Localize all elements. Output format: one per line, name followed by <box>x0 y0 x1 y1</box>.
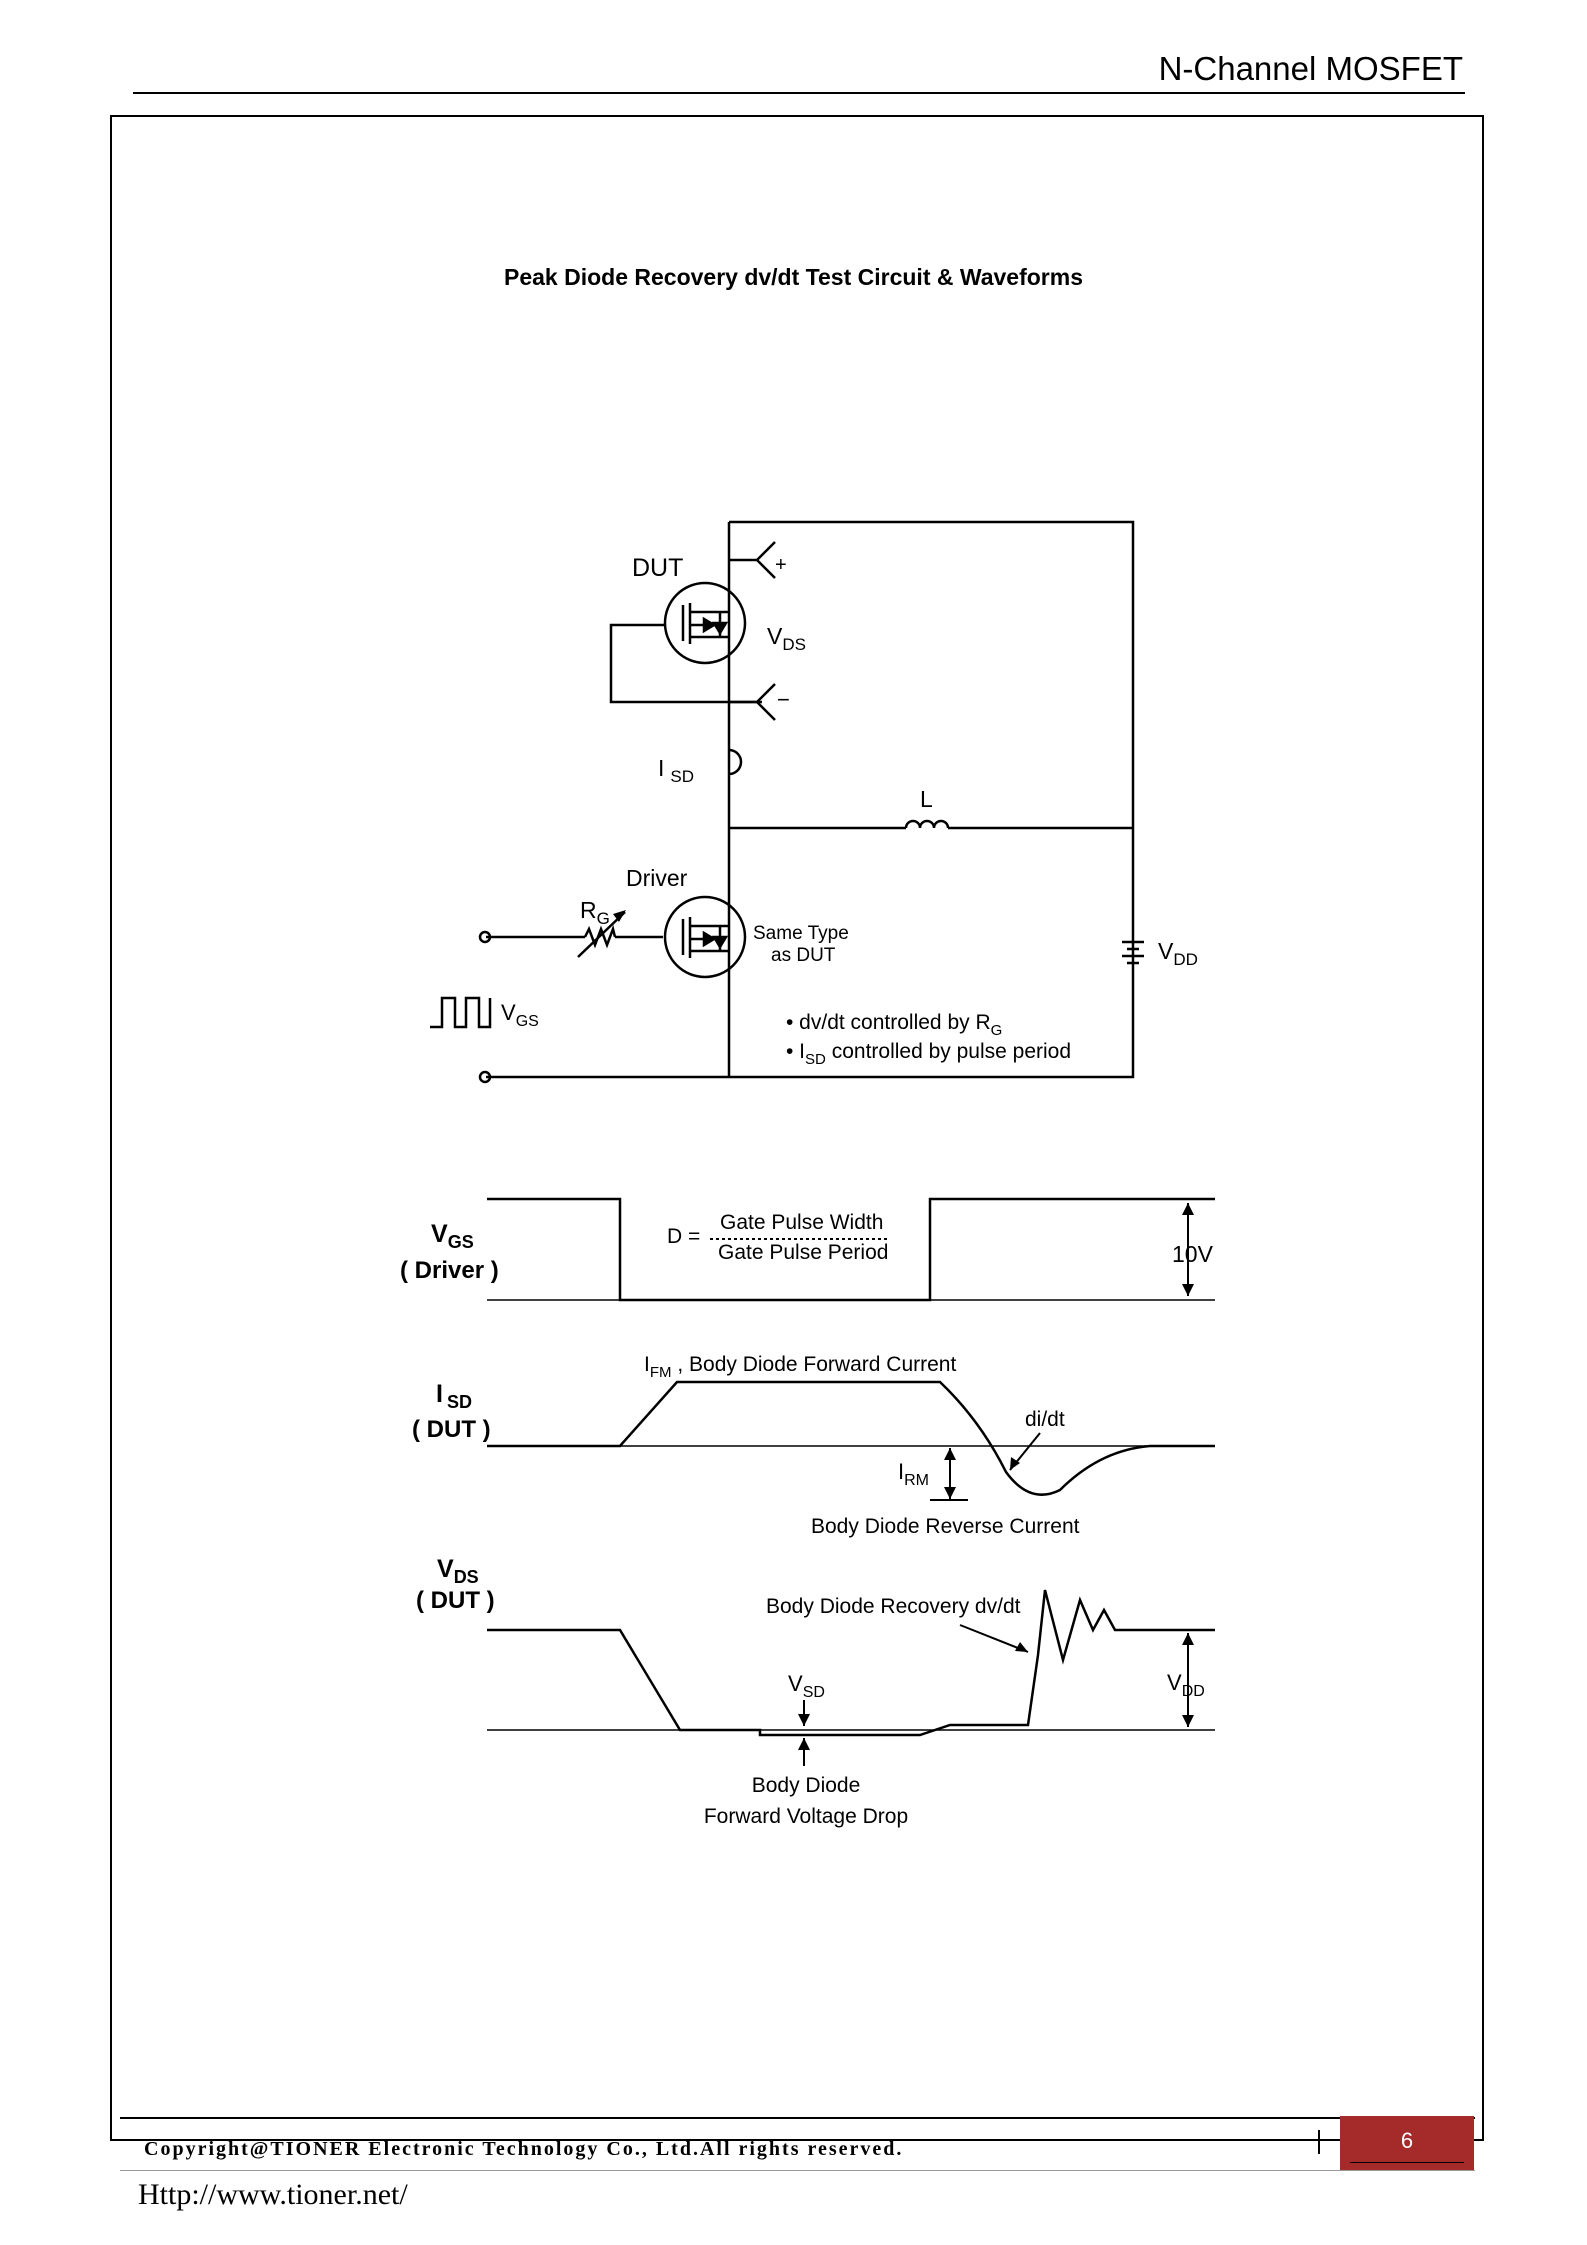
isd-wave <box>487 1380 1215 1496</box>
page-number-underline <box>1350 2162 1464 2163</box>
website-url[interactable]: Http://www.tioner.net/ <box>138 2178 408 2211</box>
driver-mosfet-circle <box>663 895 747 979</box>
inductor-label: L <box>920 786 933 812</box>
ten-v-label: 10V <box>1172 1241 1214 1267</box>
dut-label: DUT <box>632 554 683 582</box>
footer-rule <box>120 2117 1475 2119</box>
page-number-box: 6 <box>1340 2116 1474 2170</box>
note-dvdt: • dv/dt controlled by RG <box>786 1011 1002 1039</box>
figure-frame <box>110 115 1484 2141</box>
vsd-label: VSD <box>788 1671 825 1701</box>
vgs-wave-label: VGS <box>431 1220 474 1252</box>
vgs-pulse-symbol <box>430 996 492 1029</box>
vdd-circuit-label: VDD <box>1158 938 1198 969</box>
gate-resistor <box>583 924 617 949</box>
probe-minus-label: − <box>777 687 790 712</box>
note-isd: • ISD controlled by pulse period <box>786 1040 1071 1068</box>
vdd-battery <box>1122 940 1144 965</box>
current-probe-loop <box>728 748 743 776</box>
dut-gate-loop <box>609 623 762 704</box>
vdd-wave-label: VDD <box>1167 1670 1205 1700</box>
gate-pulse-period: Gate Pulse Period <box>718 1241 888 1264</box>
recovery-arrow <box>959 1624 1029 1653</box>
duty-d-equals: D = <box>667 1225 700 1248</box>
body-diode-line1: Body Diode <box>752 1774 861 1797</box>
vgs-circuit-label: VGS <box>501 1000 539 1030</box>
probe-minus <box>729 683 776 721</box>
header-title: N-Channel MOSFET <box>1158 50 1463 87</box>
inductor-coil <box>904 819 950 829</box>
ifm-label: IFM , Body Diode Forward Current <box>644 1353 956 1381</box>
header-rule <box>133 92 1465 94</box>
didt-label: di/dt <box>1025 1408 1065 1431</box>
isd-wave-paren: ( DUT ) <box>412 1416 491 1443</box>
vgs-wave-paren: ( Driver ) <box>400 1257 499 1284</box>
vds-wave-label: VDS <box>437 1555 479 1587</box>
body-diode-line2: Forward Voltage Drop <box>704 1805 908 1828</box>
reverse-current-label: Body Diode Reverse Current <box>811 1515 1080 1538</box>
same-type-line2: as DUT <box>771 945 836 966</box>
recovery-label: Body Diode Recovery dv/dt <box>766 1595 1021 1618</box>
driver-mosfet-internals <box>681 917 729 958</box>
figure-title: Peak Diode Recovery dv/dt Test Circuit &… <box>503 264 1083 290</box>
gate-pulse-width: Gate Pulse Width <box>720 1211 883 1234</box>
vds-circuit-label: VDS <box>767 623 806 654</box>
footer-separator <box>1318 2130 1320 2154</box>
same-type-line1: Same Type <box>753 923 849 944</box>
footer-rule-secondary <box>120 2170 1475 2171</box>
vds-wave-paren: ( DUT ) <box>416 1587 495 1614</box>
page-number: 6 <box>1400 2128 1414 2153</box>
irm-label: IRM <box>898 1459 929 1489</box>
dut-mosfet-circle <box>663 581 747 665</box>
copyright-text: Copyright@TIONER Electronic Technology C… <box>144 2138 904 2160</box>
driver-label: Driver <box>626 865 688 891</box>
probe-plus <box>729 541 776 579</box>
dut-mosfet-internals <box>681 603 729 644</box>
main-wire-top <box>486 520 1135 1079</box>
rg-circuit-label: RG <box>580 897 610 928</box>
probe-plus-label: + <box>775 554 787 576</box>
